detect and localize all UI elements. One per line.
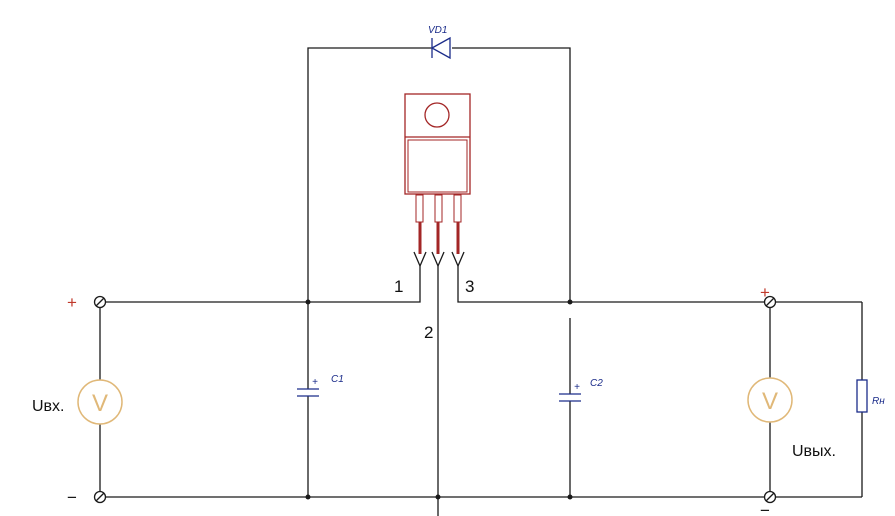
- diode-vd1: VD1: [428, 25, 451, 60]
- terminal-in-plus: [93, 295, 107, 309]
- terminal-in-minus: [93, 490, 107, 504]
- output-minus-sign: −: [760, 501, 770, 516]
- voltmeter-symbol: V: [762, 388, 778, 415]
- junction-dots: [305, 299, 573, 500]
- diode-label: VD1: [428, 25, 447, 36]
- input-plus-sign: +: [67, 293, 77, 312]
- pin-3-label: 3: [465, 277, 474, 296]
- c2-polarity: +: [574, 382, 580, 393]
- input-minus-sign: −: [67, 488, 77, 507]
- resistor-label: Rн: [872, 396, 885, 407]
- pin-2-label: 2: [424, 323, 433, 342]
- c1-polarity: +: [312, 377, 318, 388]
- terminals: + − + −: [67, 283, 777, 516]
- c2-label: C2: [590, 378, 603, 389]
- voltmeter-symbol: V: [92, 390, 108, 417]
- c1-label: C1: [331, 374, 344, 385]
- load-resistor: Rн: [856, 379, 885, 413]
- capacitor-c2: + C2: [559, 378, 603, 402]
- wires: [99, 47, 863, 516]
- output-voltage-label: Uвых.: [792, 443, 836, 460]
- pin-1-label: 1: [394, 277, 403, 296]
- capacitor-c1: + C1: [297, 374, 344, 397]
- voltage-regulator: 1 2 3: [394, 93, 474, 342]
- output-plus-sign: +: [760, 283, 770, 302]
- output-voltmeter: V Uвых.: [747, 377, 836, 460]
- input-voltage-label: Uвх.: [32, 398, 65, 415]
- terminal-out-minus: [763, 490, 777, 504]
- input-voltmeter: V Uвх.: [32, 379, 123, 425]
- terminal-out-plus: [763, 295, 777, 309]
